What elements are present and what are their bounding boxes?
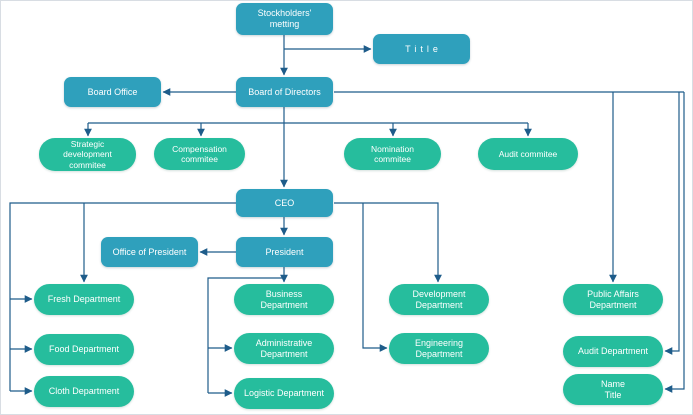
- connector-ceo-engineering: [362, 203, 388, 352]
- node-board-of-directors[interactable]: Board of Directors: [236, 77, 333, 107]
- node-title[interactable]: Title: [373, 34, 470, 64]
- node-compensation-commitee[interactable]: Compensation commitee: [154, 138, 245, 170]
- node-business-department[interactable]: Business Department: [234, 284, 334, 315]
- node-public-affairs-department[interactable]: Public Affairs Department: [563, 284, 663, 315]
- node-nomination-commitee[interactable]: Nomination commitee: [344, 138, 441, 170]
- node-name-title[interactable]: Name Title: [563, 374, 663, 405]
- connector-bod-auditdept: [664, 92, 680, 355]
- connector-bod-nametitle: [664, 92, 685, 393]
- connector-ceo-development: [334, 202, 442, 283]
- node-strategic-development-commitee[interactable]: Strategic development commitee: [39, 138, 136, 171]
- node-cloth-department[interactable]: Cloth Department: [34, 376, 134, 407]
- node-development-department[interactable]: Development Department: [389, 284, 489, 315]
- connector-ceo-left-trunk: [9, 202, 236, 391]
- node-audit-commitee[interactable]: Audit commitee: [478, 138, 578, 170]
- node-president[interactable]: President: [236, 237, 333, 267]
- node-fresh-department[interactable]: Fresh Department: [34, 284, 134, 315]
- node-administrative-department[interactable]: Administrative Department: [234, 333, 334, 364]
- node-engineering-department[interactable]: Engineering Department: [389, 333, 489, 364]
- node-office-of-president[interactable]: Office of President: [101, 237, 198, 267]
- connector-president-mid-trunk: [207, 277, 284, 393]
- node-audit-department[interactable]: Audit Department: [563, 336, 663, 367]
- node-food-department[interactable]: Food Department: [34, 334, 134, 365]
- node-logistic-department[interactable]: Logistic Department: [234, 378, 334, 409]
- node-stockholders-meeting[interactable]: Stockholders' metting: [236, 3, 333, 35]
- node-ceo[interactable]: CEO: [236, 189, 333, 217]
- node-board-office[interactable]: Board Office: [64, 77, 161, 107]
